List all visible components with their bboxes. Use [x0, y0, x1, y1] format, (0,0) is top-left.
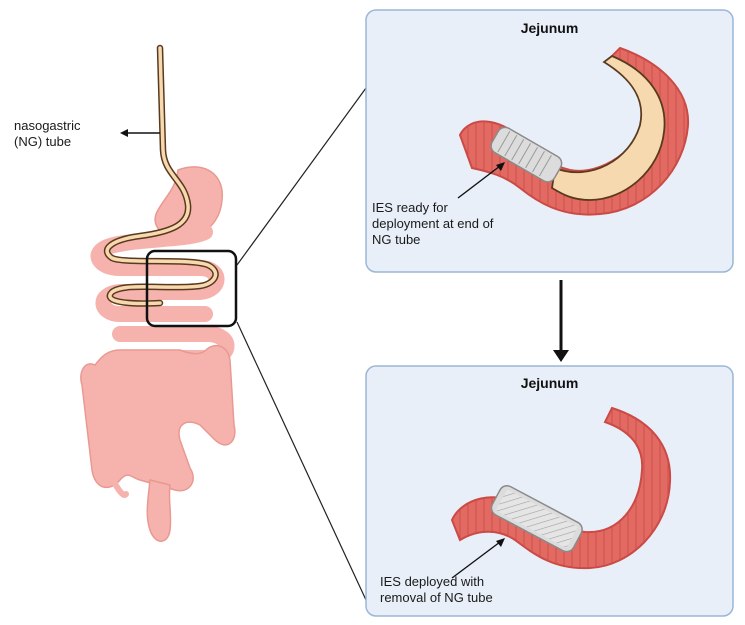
panel-bottom-caption: IES deployed with removal of NG tube	[380, 574, 493, 606]
panel-bottom-caption-line2: removal of NG tube	[380, 590, 493, 606]
ng-tube-label-line2: (NG) tube	[14, 134, 80, 150]
digestive-tract	[81, 48, 235, 541]
panel-top-caption-line3: NG tube	[372, 232, 493, 248]
panel-bottom-title: Jejunum	[366, 375, 733, 391]
rectum	[147, 480, 170, 541]
panel-bottom-caption-line1: IES deployed with	[380, 574, 493, 590]
transition-arrow	[553, 280, 569, 362]
zoom-line-top	[237, 88, 366, 265]
panel-top-caption-line2: deployment at end of	[372, 216, 493, 232]
panel-top-caption: IES ready for deployment at end of NG tu…	[372, 200, 493, 248]
ng-tube-label: nasogastric (NG) tube	[14, 118, 80, 150]
panel-top-title: Jejunum	[366, 20, 733, 36]
large-intestine	[81, 346, 235, 491]
zoom-line-bottom	[237, 322, 366, 600]
panel-top-caption-line1: IES ready for	[372, 200, 493, 216]
ng-tube-label-line1: nasogastric	[14, 118, 80, 134]
ng-label-arrow	[120, 129, 160, 137]
